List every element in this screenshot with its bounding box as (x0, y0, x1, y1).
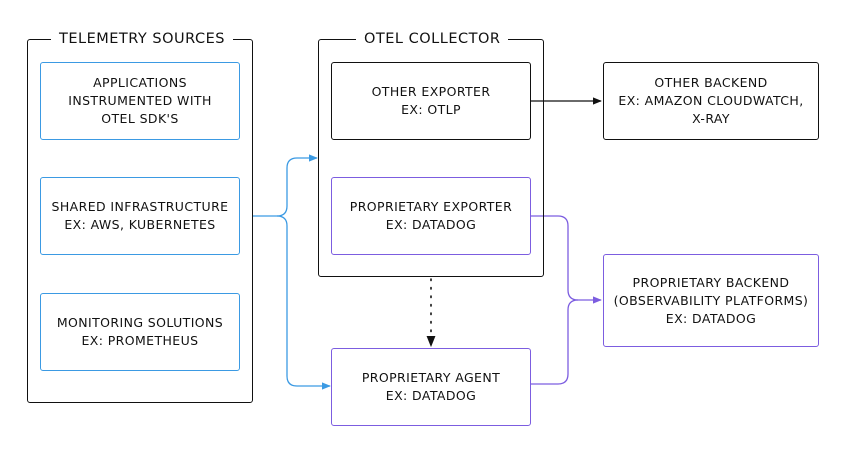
other-exporter-line-1: OTHER EXPORTER (371, 84, 491, 99)
proprietary-exporter-line-1: PROPRIETARY EXPORTER (349, 199, 513, 214)
monitoring-line-2: EX: PROMETHEUS (81, 333, 199, 348)
applications-node: APPLICATIONS INSTRUMENTED WITH OTEL SDK'… (40, 62, 240, 140)
proprietary-agent-line-2: EX: DATADOG (385, 388, 477, 403)
edge-prop-agent-to-backend (531, 299, 579, 385)
proprietary-agent-line-1: PROPRIETARY AGENT (361, 370, 501, 385)
edge-sources-to-agent (276, 215, 331, 390)
other-backend-line-2: EX: AMAZON CLOUDWATCH, (618, 93, 804, 108)
proprietary-backend-node: PROPRIETARY BACKEND (OBSERVABILITY PLATF… (603, 254, 819, 347)
applications-line-2: INSTRUMENTED WITH (68, 93, 212, 108)
otel-collector-title: OTEL COLLECTOR (356, 30, 509, 48)
shared-infra-line-1: SHARED INFRASTRUCTURE (51, 199, 229, 214)
telemetry-sources-title: TELEMETRY SOURCES (51, 30, 233, 48)
shared-infra-line-2: EX: AWS, KUBERNETES (64, 217, 216, 232)
applications-line-1: APPLICATIONS (93, 75, 187, 90)
proprietary-backend-line-3: EX: DATADOG (665, 310, 757, 326)
proprietary-backend-line-1: PROPRIETARY BACKEND (632, 274, 790, 290)
proprietary-exporter-node: PROPRIETARY EXPORTER EX: DATADOG (331, 177, 531, 255)
other-backend-line-3: X-RAY (692, 111, 730, 126)
shared-infrastructure-node: SHARED INFRASTRUCTURE EX: AWS, KUBERNETE… (40, 177, 240, 255)
other-exporter-node: OTHER EXPORTER EX: OTLP (331, 62, 531, 140)
monitoring-solutions-node: MONITORING SOLUTIONS EX: PROMETHEUS (40, 293, 240, 371)
proprietary-exporter-line-2: EX: DATADOG (385, 217, 477, 232)
other-backend-node: OTHER BACKEND EX: AMAZON CLOUDWATCH, X-R… (603, 62, 819, 140)
applications-line-3: OTEL SDK'S (101, 111, 179, 126)
proprietary-backend-line-2: (OBSERVABILITY PLATFORMS) (613, 292, 809, 308)
monitoring-line-1: MONITORING SOLUTIONS (56, 315, 224, 330)
edge-sources-to-collector (253, 154, 318, 217)
other-exporter-line-2: EX: OTLP (401, 102, 461, 117)
other-backend-line-1: OTHER BACKEND (654, 75, 768, 90)
proprietary-agent-node: PROPRIETARY AGENT EX: DATADOG (331, 348, 531, 426)
edge-prop-exporter-to-backend (531, 215, 602, 304)
